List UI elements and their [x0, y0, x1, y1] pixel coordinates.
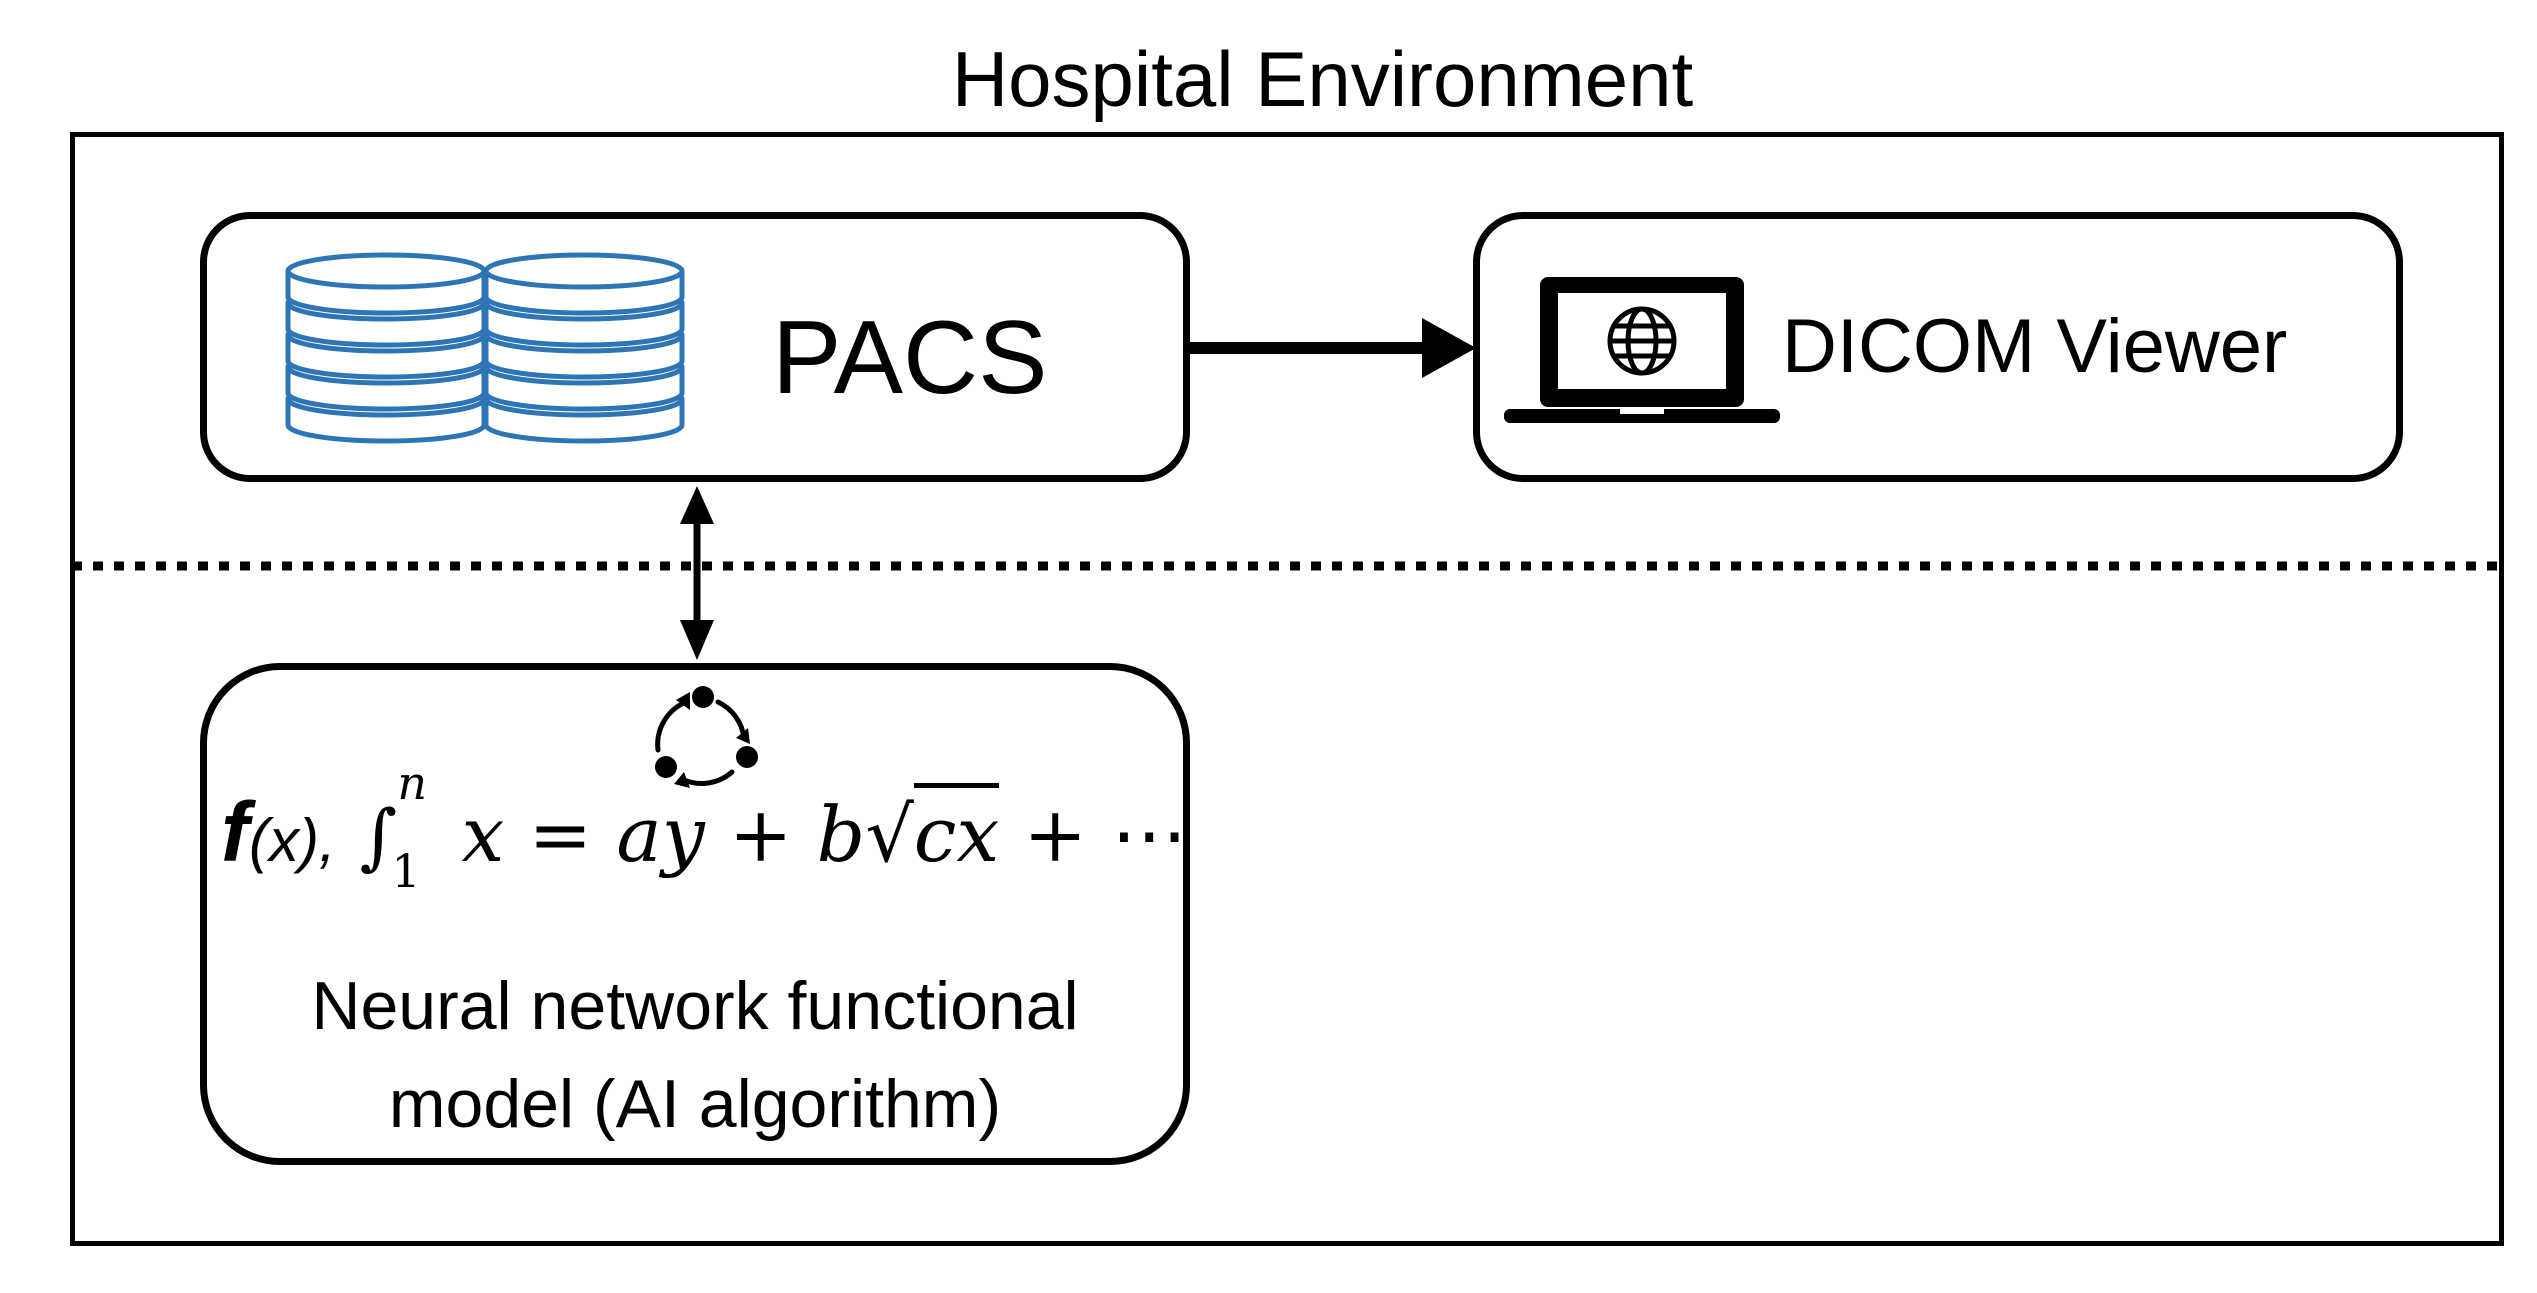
- formula-radicand: cx: [913, 783, 1000, 879]
- dicom-viewer-label: DICOM Viewer: [1782, 304, 2288, 389]
- pacs-to-viewer-arrow: [1190, 318, 1476, 378]
- pacs-label: PACS: [772, 300, 1048, 416]
- laptop-globe-icon: [1504, 277, 1780, 423]
- hospital-environment-boundary: [70, 132, 2504, 1246]
- formula-upper-limit: n: [397, 756, 427, 810]
- pacs-model-bidirectional-arrow: [680, 486, 714, 660]
- database-stack-icon: [285, 252, 685, 444]
- formula-tail: + ⋯: [1023, 790, 1188, 879]
- diagram-title: Hospital Environment: [951, 35, 1694, 123]
- formula-integral: ∫: [359, 794, 398, 878]
- formula-function-arg: (x),: [248, 807, 336, 874]
- formula-lower-limit: 1: [391, 844, 421, 898]
- formula-lhs: x: [461, 790, 505, 879]
- pacs-node: PACS: [200, 212, 1190, 482]
- dicom-viewer-node: DICOM Viewer: [1473, 212, 2403, 482]
- cycle-icon: [655, 686, 758, 788]
- formula-function: f: [221, 785, 249, 879]
- formula-coef: b: [816, 790, 866, 879]
- model-label-line1: Neural network functional: [311, 968, 1079, 1044]
- model-label-line2: model (AI algorithm): [388, 1066, 1002, 1142]
- formula-plus: +: [728, 790, 793, 879]
- formula-sqrt: √: [865, 790, 914, 879]
- formula-term1: ay: [616, 790, 705, 879]
- formula-equals: =: [528, 790, 593, 879]
